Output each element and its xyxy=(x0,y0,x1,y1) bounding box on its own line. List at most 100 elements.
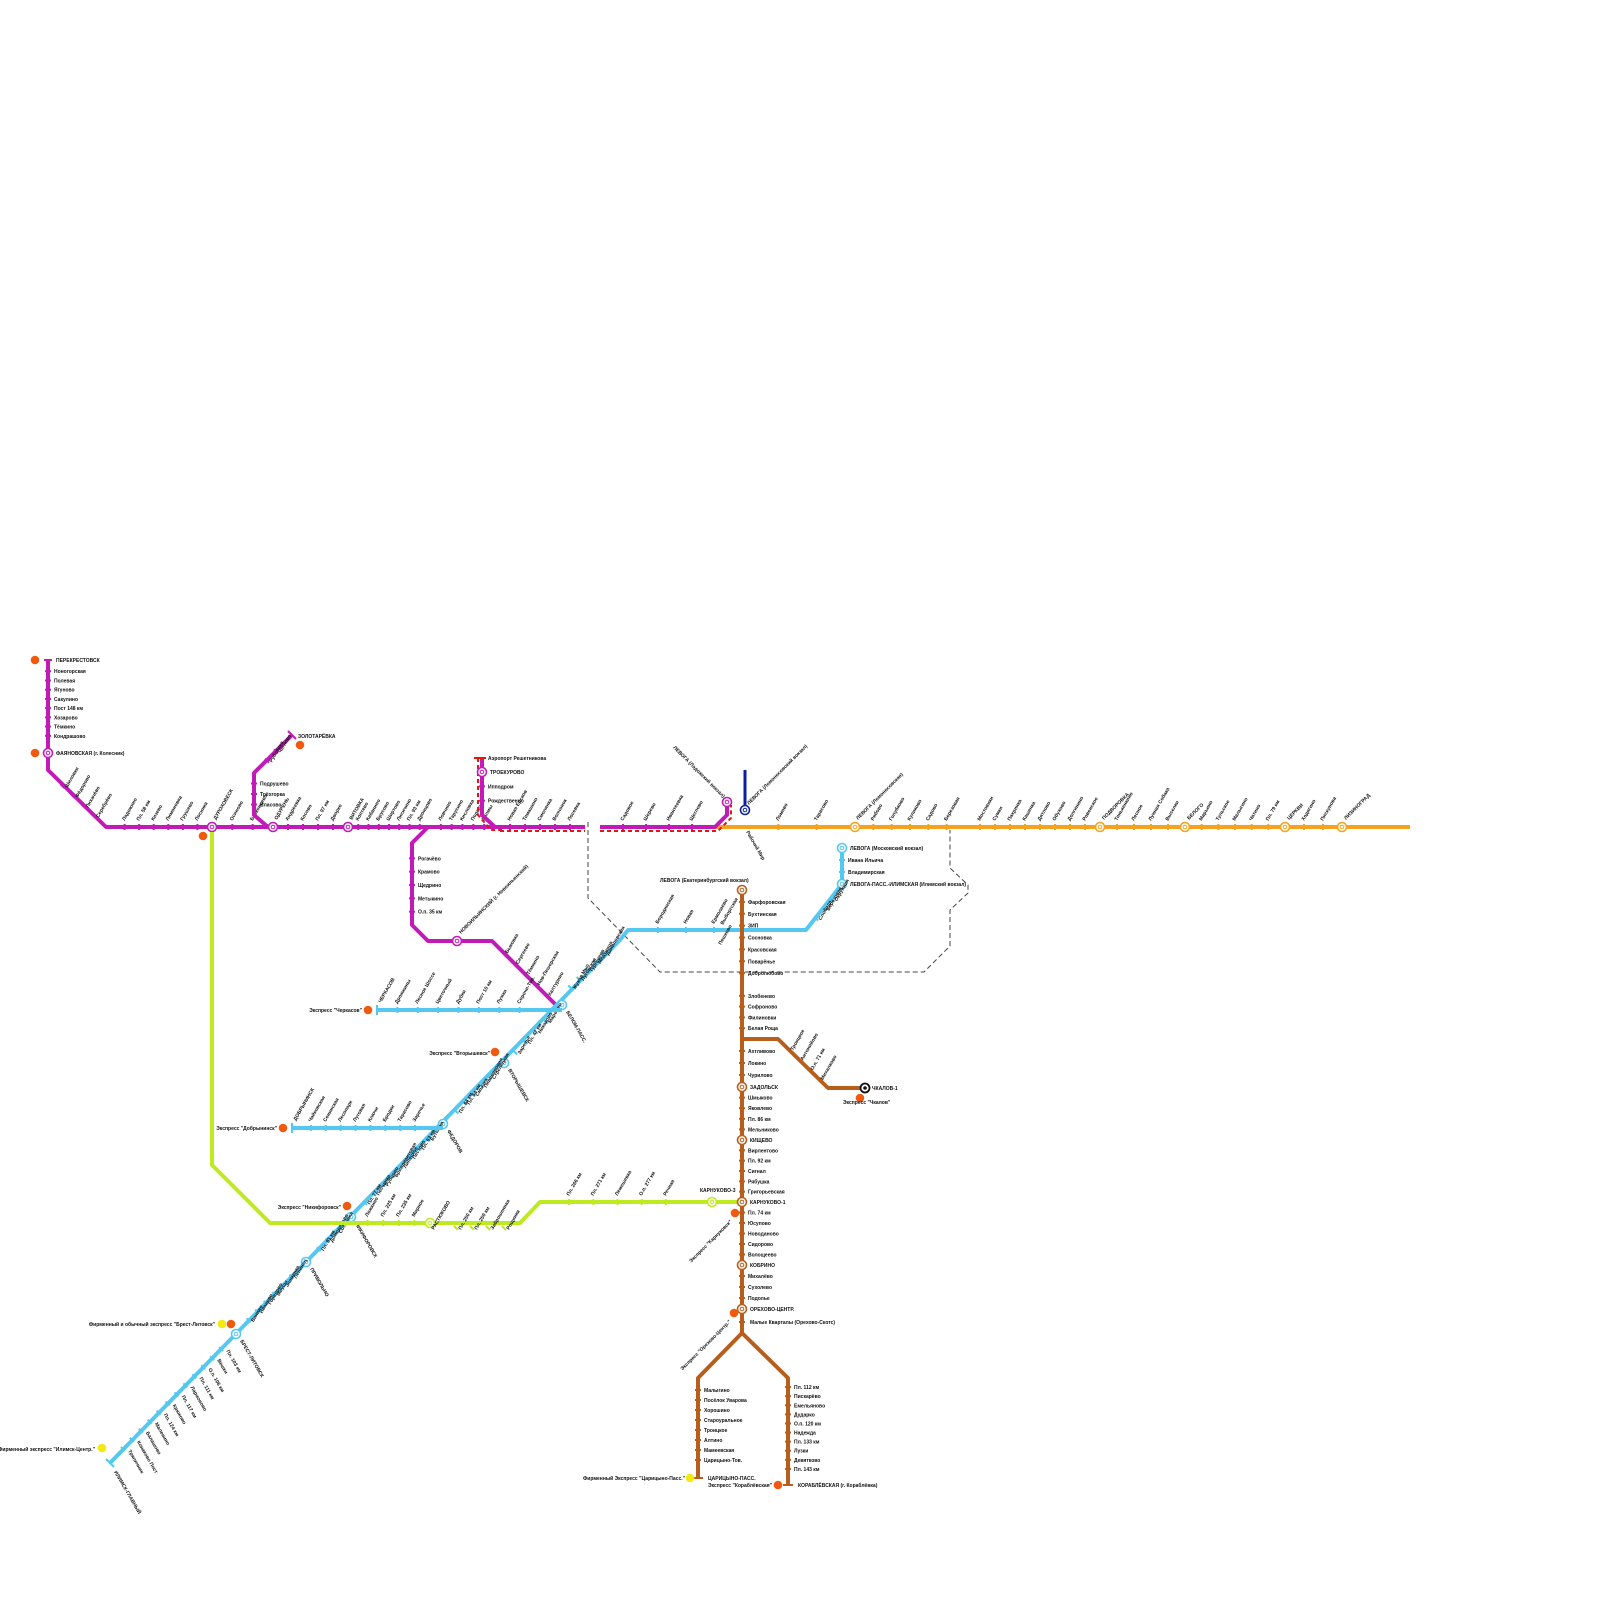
station-label: Ивантеевка xyxy=(666,794,686,822)
station-tick xyxy=(532,1029,539,1035)
hub-rastyukovo-inner xyxy=(427,1220,433,1226)
hub-label: ТРОЕКУРОВО xyxy=(490,770,524,776)
station-label: Филиновки xyxy=(748,1015,776,1021)
hub-vtoryshevsk xyxy=(498,1057,510,1069)
station-label: Сакулино xyxy=(54,697,78,703)
station-label: Пост 10 км xyxy=(475,979,494,1005)
station-tick xyxy=(288,1274,295,1280)
express-zolotarevka xyxy=(295,740,305,750)
station-tick xyxy=(173,1391,180,1398)
station-label: Подолье xyxy=(748,1296,770,1302)
hub-nikiforovsk-inner xyxy=(348,1214,354,1220)
station-label: Софроново xyxy=(748,1004,777,1011)
express-label: Экспресс "Добрынинск" xyxy=(216,1125,277,1132)
station-label: Тёмкино xyxy=(54,725,75,731)
station-label: Юсупово xyxy=(748,1221,771,1227)
station-label: Григорьевская xyxy=(748,1190,785,1196)
station-label: Сигнал xyxy=(748,1169,766,1175)
terminal-tick xyxy=(287,730,297,740)
station-label: Лесное Шоссе xyxy=(414,971,437,1005)
terminal-label: ЧКАЛОВ-1 xyxy=(872,1086,898,1092)
station-tick xyxy=(416,1145,422,1151)
station-label: Бородинская xyxy=(655,893,677,925)
station-label: Локино xyxy=(748,1061,766,1067)
hub-zadolsk xyxy=(736,1081,748,1093)
station-tick xyxy=(129,1437,135,1443)
hub-troekurovo-inner xyxy=(479,769,485,775)
terminal-lizinograd xyxy=(1336,821,1348,833)
station-label: Лемешевка xyxy=(614,1170,633,1197)
station-tick xyxy=(380,1181,386,1188)
hub-orekhovo xyxy=(736,1303,748,1315)
hub-fayanovskaya xyxy=(42,747,54,759)
station-label: Халтурино xyxy=(547,971,566,997)
station-label: Пл. 74 км xyxy=(748,1211,771,1217)
station-tick xyxy=(829,896,835,903)
hub-vitovka xyxy=(342,821,354,833)
hub-levoga-ladozhsky-inner xyxy=(724,799,730,805)
station-label: Щедрино xyxy=(418,883,441,889)
hub-brest-litovsk xyxy=(230,1328,242,1340)
hub-label: ЛЕВОГА (Екатеринбургский вокзал) xyxy=(660,877,749,884)
station-tick xyxy=(425,1136,431,1142)
hub-kishchevo-inner xyxy=(739,1137,745,1143)
station-tick xyxy=(486,1074,493,1081)
station-label: О.п. 120 км xyxy=(794,1421,821,1427)
hub-karnukovo-1-inner xyxy=(739,1199,745,1205)
terminal-label: КОРАБЛЁВСКАЯ (г. Кораблёвка) xyxy=(798,1482,878,1489)
station-label: Пл. 86 км xyxy=(748,1117,771,1123)
station-tick xyxy=(182,1382,189,1389)
station-label: Фёдорово xyxy=(74,774,92,799)
blue-line xyxy=(108,848,844,1465)
station-label: Хорошино xyxy=(704,1408,730,1414)
station-tick xyxy=(70,793,76,799)
station-label: Пл. 143 км xyxy=(794,1467,820,1473)
station-label: О.п. 277 км xyxy=(638,1170,657,1197)
station-label: Рабочий Мир xyxy=(744,830,766,862)
hub-vtoryshevsk-inner xyxy=(501,1060,507,1066)
hub-podvorovka-inner xyxy=(1097,824,1103,830)
station-label: Рощинка xyxy=(506,1209,522,1231)
station-label: Чурилово xyxy=(748,1073,773,1079)
express-durokhovesk xyxy=(198,831,208,841)
station-label: Рябушка xyxy=(748,1178,770,1185)
hub-novoilinsky-inner xyxy=(454,938,460,944)
city-boundary xyxy=(587,822,969,973)
express-brest-yellow xyxy=(217,1319,227,1329)
station-tick xyxy=(138,1428,144,1434)
station-label: Ипподром xyxy=(488,784,514,790)
station-tick xyxy=(398,1163,404,1170)
station-label: Шиловки xyxy=(64,766,81,789)
station-tick xyxy=(191,1373,198,1380)
station-tick xyxy=(407,1154,413,1161)
station-label: Ноногорская xyxy=(54,669,86,675)
brown-chkalov-branch xyxy=(742,1037,863,1090)
hub-vitovka-inner xyxy=(345,824,351,830)
station-label: Лузки xyxy=(794,1449,808,1455)
station-label: Метыкино xyxy=(418,896,443,902)
station-label: Дрожжины xyxy=(394,979,413,1005)
hub-label: ФАЯНОВСКАЯ (г. Колесник) xyxy=(56,751,125,757)
station-label: Ахтливово xyxy=(748,1049,775,1055)
hub-label: НИКИФОРОВСК xyxy=(353,1222,378,1260)
station-tick xyxy=(453,1225,459,1231)
station-tick xyxy=(510,959,517,966)
express-label: Экспресс "Карнуковск" xyxy=(688,1219,734,1265)
station-label: Шерево xyxy=(643,802,658,822)
hub-label: НОВОИЛЬИНСКИЙ (г. Новоильинский) xyxy=(457,862,530,935)
station-label: Дворко xyxy=(330,803,344,822)
hub-levoga-ladozhsky xyxy=(721,796,733,808)
hub-label: КАРНУКОВО-1 xyxy=(750,1200,786,1206)
hub-levoga-ekaterinburgsky xyxy=(736,884,748,896)
station-tick xyxy=(254,1308,260,1315)
station-label: Бухтинская xyxy=(748,912,777,918)
hub-novoilinsky xyxy=(451,935,463,947)
station-label: Березовая xyxy=(943,796,961,822)
station-tick xyxy=(155,1409,162,1416)
station-tick xyxy=(263,1300,269,1306)
station-label: Цветочный xyxy=(434,977,454,1005)
station-tick xyxy=(522,1039,529,1045)
station-label: Речная xyxy=(662,1179,676,1197)
station-label: Пл. 271 км xyxy=(590,1172,608,1197)
station-label: Яковлево xyxy=(748,1106,772,1112)
